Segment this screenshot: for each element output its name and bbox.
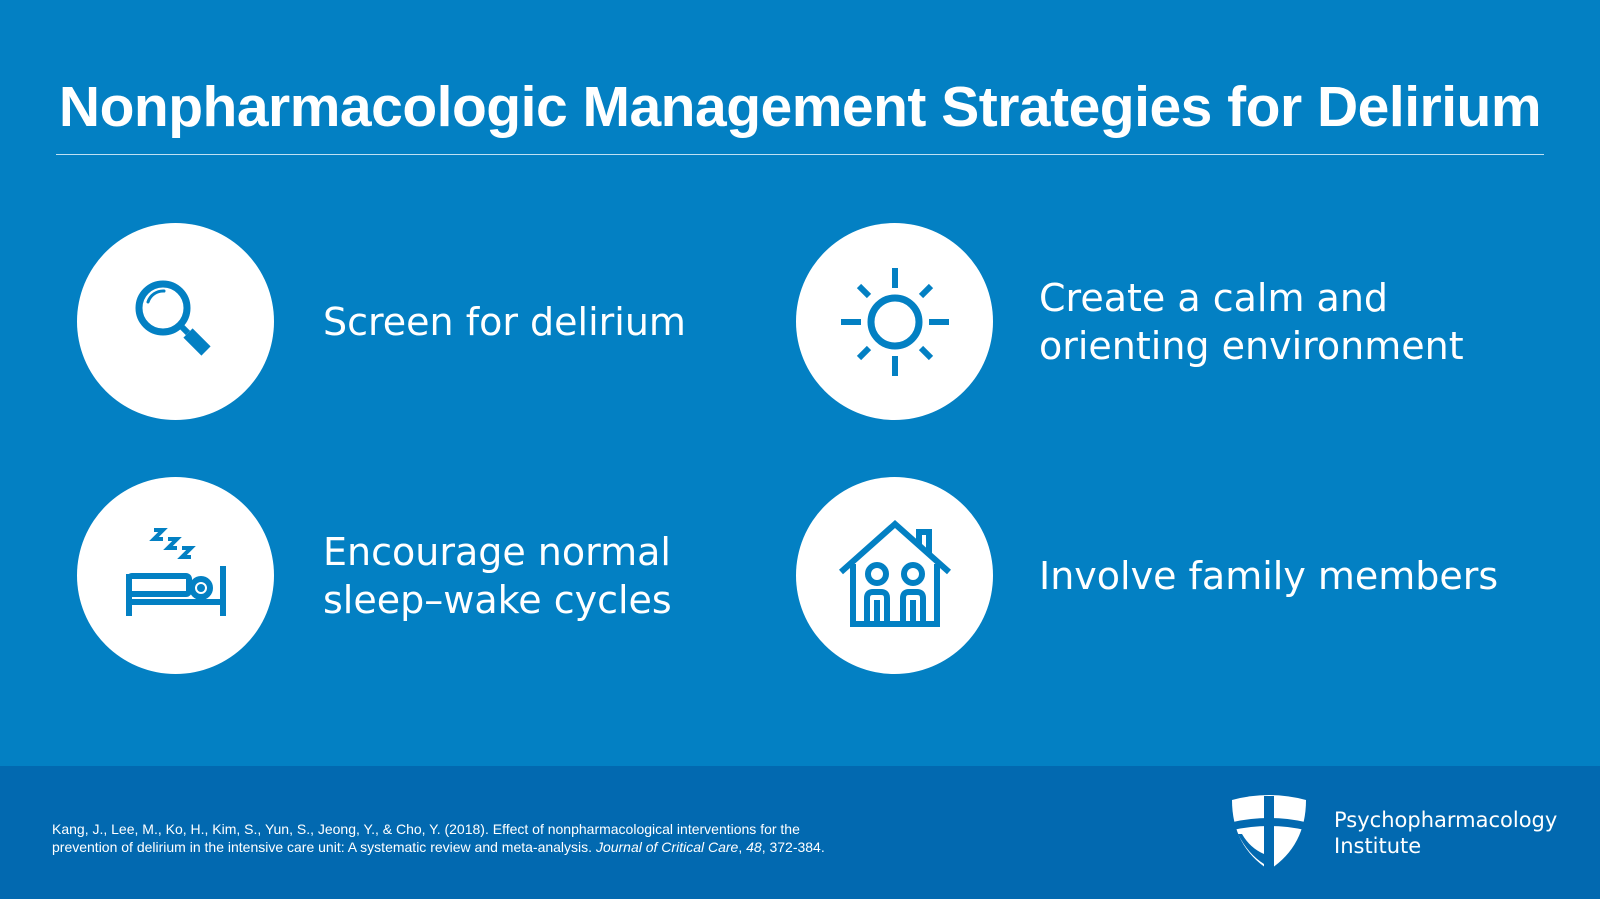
house-family-icon [838,519,951,627]
page-title: Nonpharmacologic Management Strategies f… [58,75,1542,139]
institute-logo: Psychopharmacology Institute [1228,794,1557,872]
icon-circle [796,477,993,674]
institute-name-line-1: Psychopharmacology [1334,808,1558,832]
icon-circle [77,477,274,674]
strategy-sleep: Encourage normal sleep–wake cycles [77,477,672,674]
citation-line-2: prevention of delirium in the intensive … [52,839,593,855]
citation-line-1: Kang, J., Lee, M., Ko, H., Kim, S., Yun,… [52,821,800,837]
sleeping-bed-icon [125,527,226,616]
icon-circle [796,223,993,420]
strategy-screen: Screen for delirium [77,223,686,420]
title-divider [56,154,1544,155]
strategy-label: Create a calm and orienting environment [1039,275,1464,368]
citation-sep: , [738,839,747,855]
citation: Kang, J., Lee, M., Ko, H., Kim, S., Yun,… [52,820,1052,856]
citation-journal: Journal of Critical Care [595,839,739,855]
strategy-label: Screen for delirium [323,299,686,344]
footer: Kang, J., Lee, M., Ko, H., Kim, S., Yun,… [0,766,1600,899]
sun-icon [840,267,949,376]
strategy-family: Involve family members [796,477,1498,674]
citation-volume: 48 [746,839,762,855]
strategy-label: Encourage normal sleep–wake cycles [323,529,672,622]
magnifying-glass-icon [135,280,211,356]
strategy-label: Involve family members [1039,553,1499,598]
citation-pages: , 372-384. [761,839,825,855]
institute-name: Psychopharmacology Institute [1334,807,1557,859]
icon-circle [77,223,274,420]
strategy-environment: Create a calm and orienting environment [796,223,1464,420]
institute-name-line-2: Institute [1334,834,1422,858]
shield-cross-logo-icon [1232,795,1306,871]
